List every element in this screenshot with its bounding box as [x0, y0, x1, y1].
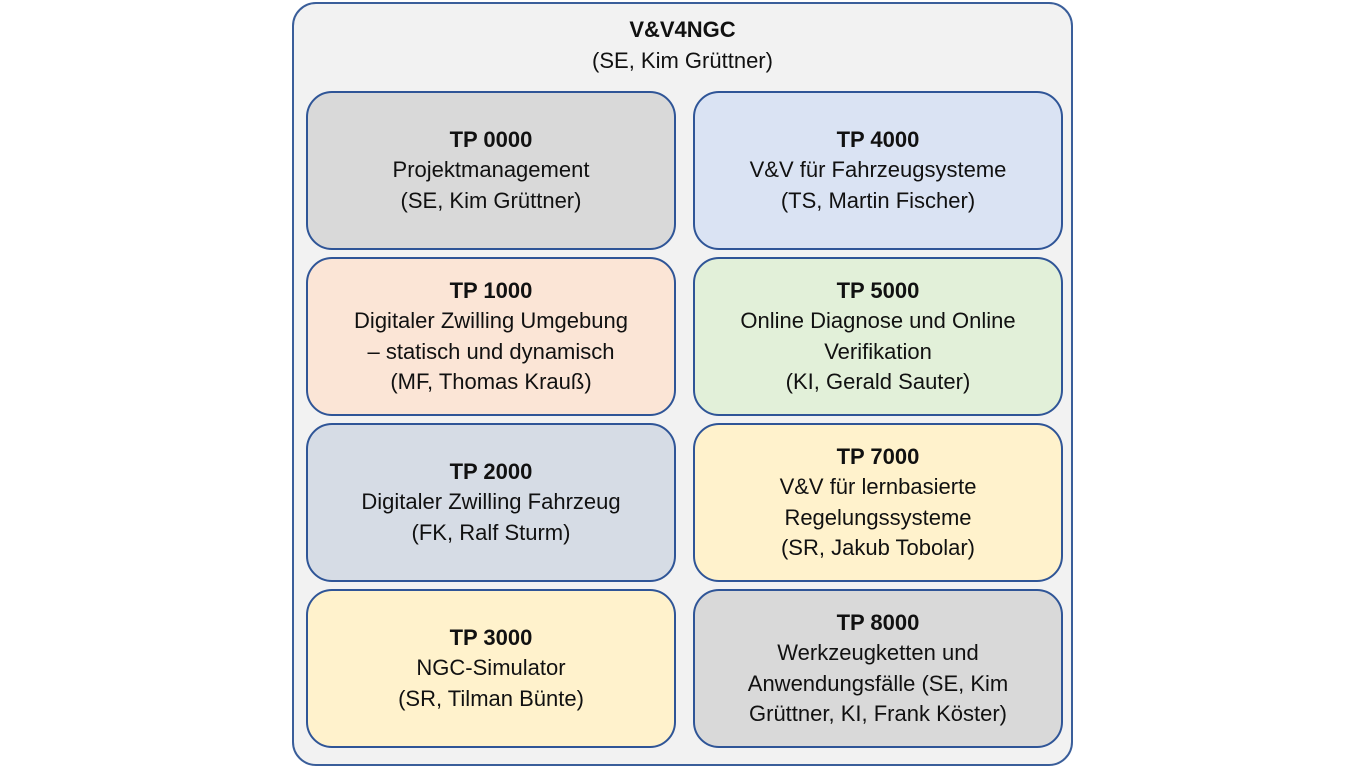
work-package-text: V&V für Fahrzeugsysteme: [749, 157, 1007, 183]
work-package-id: TP 3000: [449, 624, 533, 650]
work-package-id: TP 2000: [449, 458, 533, 484]
work-package-text: Grüttner, KI, Frank Köster): [749, 701, 1007, 726]
work-package-text: Regelungssysteme: [784, 504, 972, 530]
work-package-text: (KI, Gerald Sauter): [785, 369, 971, 394]
work-package-id: TP 4000: [836, 126, 920, 152]
work-package-text: Digitaler Zwilling Umgebung: [354, 308, 628, 333]
work-package-text: NGC-Simulator: [416, 655, 566, 681]
work-package-id: TP 0000: [449, 126, 533, 152]
project-header: V&V4NGC (SE, Kim Grüttner): [292, 14, 1073, 76]
work-package-text: (SE, Kim Grüttner): [400, 187, 582, 213]
work-package-text: (SR, Tilman Bünte): [398, 685, 584, 711]
work-package-text: (SR, Jakub Tobolar): [780, 535, 975, 560]
work-package-text: Verifikation: [824, 338, 932, 364]
work-package-text: Projektmanagement: [392, 157, 590, 183]
work-package-text: (FK, Ralf Sturm): [411, 519, 571, 545]
work-package-text: Digitaler Zwilling Fahrzeug: [361, 489, 621, 515]
work-package-id: TP 5000: [836, 277, 920, 303]
work-package-id: TP 1000: [449, 277, 533, 303]
work-package-text: Werkzeugketten und: [777, 640, 979, 665]
work-package-text: (TS, Martin Fischer): [780, 187, 976, 213]
project-title: V&V4NGC: [629, 17, 736, 42]
project-lead: (SE, Kim Grüttner): [592, 48, 773, 73]
work-package-text: Anwendungsfälle (SE, Kim: [747, 670, 1009, 696]
work-package-text: V&V für lernbasierte: [779, 474, 977, 499]
work-package-id: TP 8000: [836, 609, 920, 635]
work-package-id: TP 7000: [836, 443, 920, 469]
work-package-text: Online Diagnose und Online: [740, 308, 1016, 333]
work-package-text: (MF, Thomas Krauß): [390, 369, 592, 394]
work-package-text: – statisch und dynamisch: [367, 338, 615, 364]
